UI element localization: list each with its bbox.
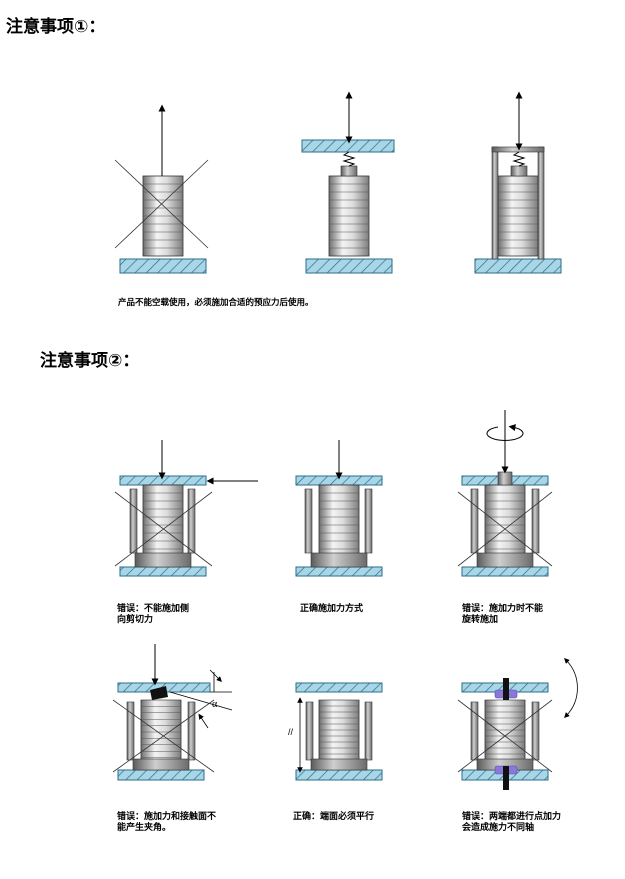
caption-lateral-shear: 错误：不能施加侧向剪切力 bbox=[117, 604, 197, 626]
caption-correct-force: 正确施加力方式 bbox=[300, 604, 363, 615]
base-plate bbox=[119, 566, 207, 577]
guide-post bbox=[364, 488, 373, 554]
top-plate bbox=[295, 475, 383, 486]
sensor-stack bbox=[484, 699, 526, 761]
sensor-stack bbox=[328, 175, 370, 257]
caption-text: 正确施加力方式 bbox=[300, 604, 364, 614]
guide-post bbox=[187, 488, 196, 554]
caption-text: 错误：不能施加侧向剪切力 bbox=[117, 604, 190, 625]
cross-line bbox=[114, 491, 213, 567]
base-block bbox=[476, 552, 534, 568]
note2-title: 注意事项②： bbox=[40, 351, 140, 371]
base-block bbox=[132, 758, 190, 771]
caption-text: 错误：施加力时不能旋转施加 bbox=[462, 604, 544, 625]
caption-text: 正确：端面必须平行 bbox=[293, 812, 375, 822]
sensor-stack bbox=[497, 175, 539, 257]
guide-post bbox=[129, 488, 138, 554]
cross-line bbox=[114, 159, 209, 249]
fig-no-load bbox=[114, 104, 209, 274]
base-plate bbox=[295, 769, 383, 781]
caption-rotation: 错误：施加力时不能旋转施加 bbox=[462, 604, 546, 626]
fig-point-load bbox=[457, 657, 578, 790]
base-plate bbox=[119, 258, 207, 274]
top-plate bbox=[119, 475, 207, 486]
caption-parallel: 正确：端面必须平行 bbox=[293, 812, 374, 823]
guide-post bbox=[531, 701, 540, 761]
frame-post bbox=[491, 146, 499, 260]
cross-line bbox=[457, 699, 553, 773]
fig-spring-preload bbox=[301, 91, 395, 274]
guide-post bbox=[364, 701, 373, 761]
fig-lateral-shear bbox=[114, 440, 258, 577]
base-plate bbox=[295, 566, 383, 577]
base-plate bbox=[117, 769, 205, 781]
parallel-symbol: // bbox=[288, 727, 294, 737]
caption-text: 错误：施加力和接触面不能产生夹角。 bbox=[117, 812, 217, 833]
caption-angle: 错误：施加力和接触面不能产生夹角。 bbox=[117, 812, 221, 834]
fig-parallel: // bbox=[288, 682, 383, 781]
spring-seat bbox=[340, 165, 358, 177]
note1-title: 注意事项①： bbox=[6, 17, 106, 37]
fig-frame-preload bbox=[474, 91, 562, 274]
point-rod-bottom bbox=[503, 766, 509, 790]
load-button bbox=[497, 471, 513, 486]
sensor-stack bbox=[140, 699, 182, 765]
point-rod-top bbox=[503, 678, 509, 700]
base-block bbox=[134, 552, 192, 568]
base-block bbox=[310, 758, 368, 771]
wedge-block bbox=[150, 686, 168, 700]
fig-correct-force bbox=[295, 440, 383, 577]
spring-seat bbox=[510, 165, 528, 177]
top-plate bbox=[295, 682, 383, 693]
spring-icon bbox=[342, 151, 356, 167]
guide-post bbox=[304, 488, 313, 554]
guide-post bbox=[531, 488, 540, 554]
guide-post bbox=[470, 701, 479, 761]
guide-post bbox=[470, 488, 479, 554]
angle-line bbox=[169, 691, 233, 711]
curved-arrow-icon bbox=[564, 657, 578, 719]
sensor-stack bbox=[318, 699, 360, 761]
note1-caption: 产品不能空载使用，必须施加合适的预应力后使用。 bbox=[118, 298, 314, 308]
alpha-label: α bbox=[212, 699, 218, 710]
rotation-arrow-icon bbox=[486, 424, 524, 441]
base-block bbox=[310, 552, 368, 568]
top-plate bbox=[301, 139, 395, 153]
caption-point-load: 错误：两端都进行点加力会造成施力不同轴 bbox=[462, 812, 562, 834]
fig-angle: α bbox=[112, 644, 233, 781]
guide-post bbox=[305, 701, 314, 761]
guide-post bbox=[187, 701, 196, 761]
angle-arrow bbox=[198, 713, 209, 729]
cross-line bbox=[112, 699, 215, 773]
base-plate bbox=[474, 258, 562, 274]
fig-rotation bbox=[457, 410, 553, 577]
base-plate bbox=[305, 258, 393, 274]
caption-text: 错误：两端都进行点加力会造成施力不同轴 bbox=[462, 812, 562, 833]
spring-icon bbox=[512, 151, 526, 167]
frame-post bbox=[537, 146, 545, 260]
base-plate bbox=[461, 566, 549, 577]
frame-top bbox=[491, 146, 545, 153]
angle-arrow bbox=[209, 669, 222, 682]
cross-line bbox=[457, 491, 553, 567]
